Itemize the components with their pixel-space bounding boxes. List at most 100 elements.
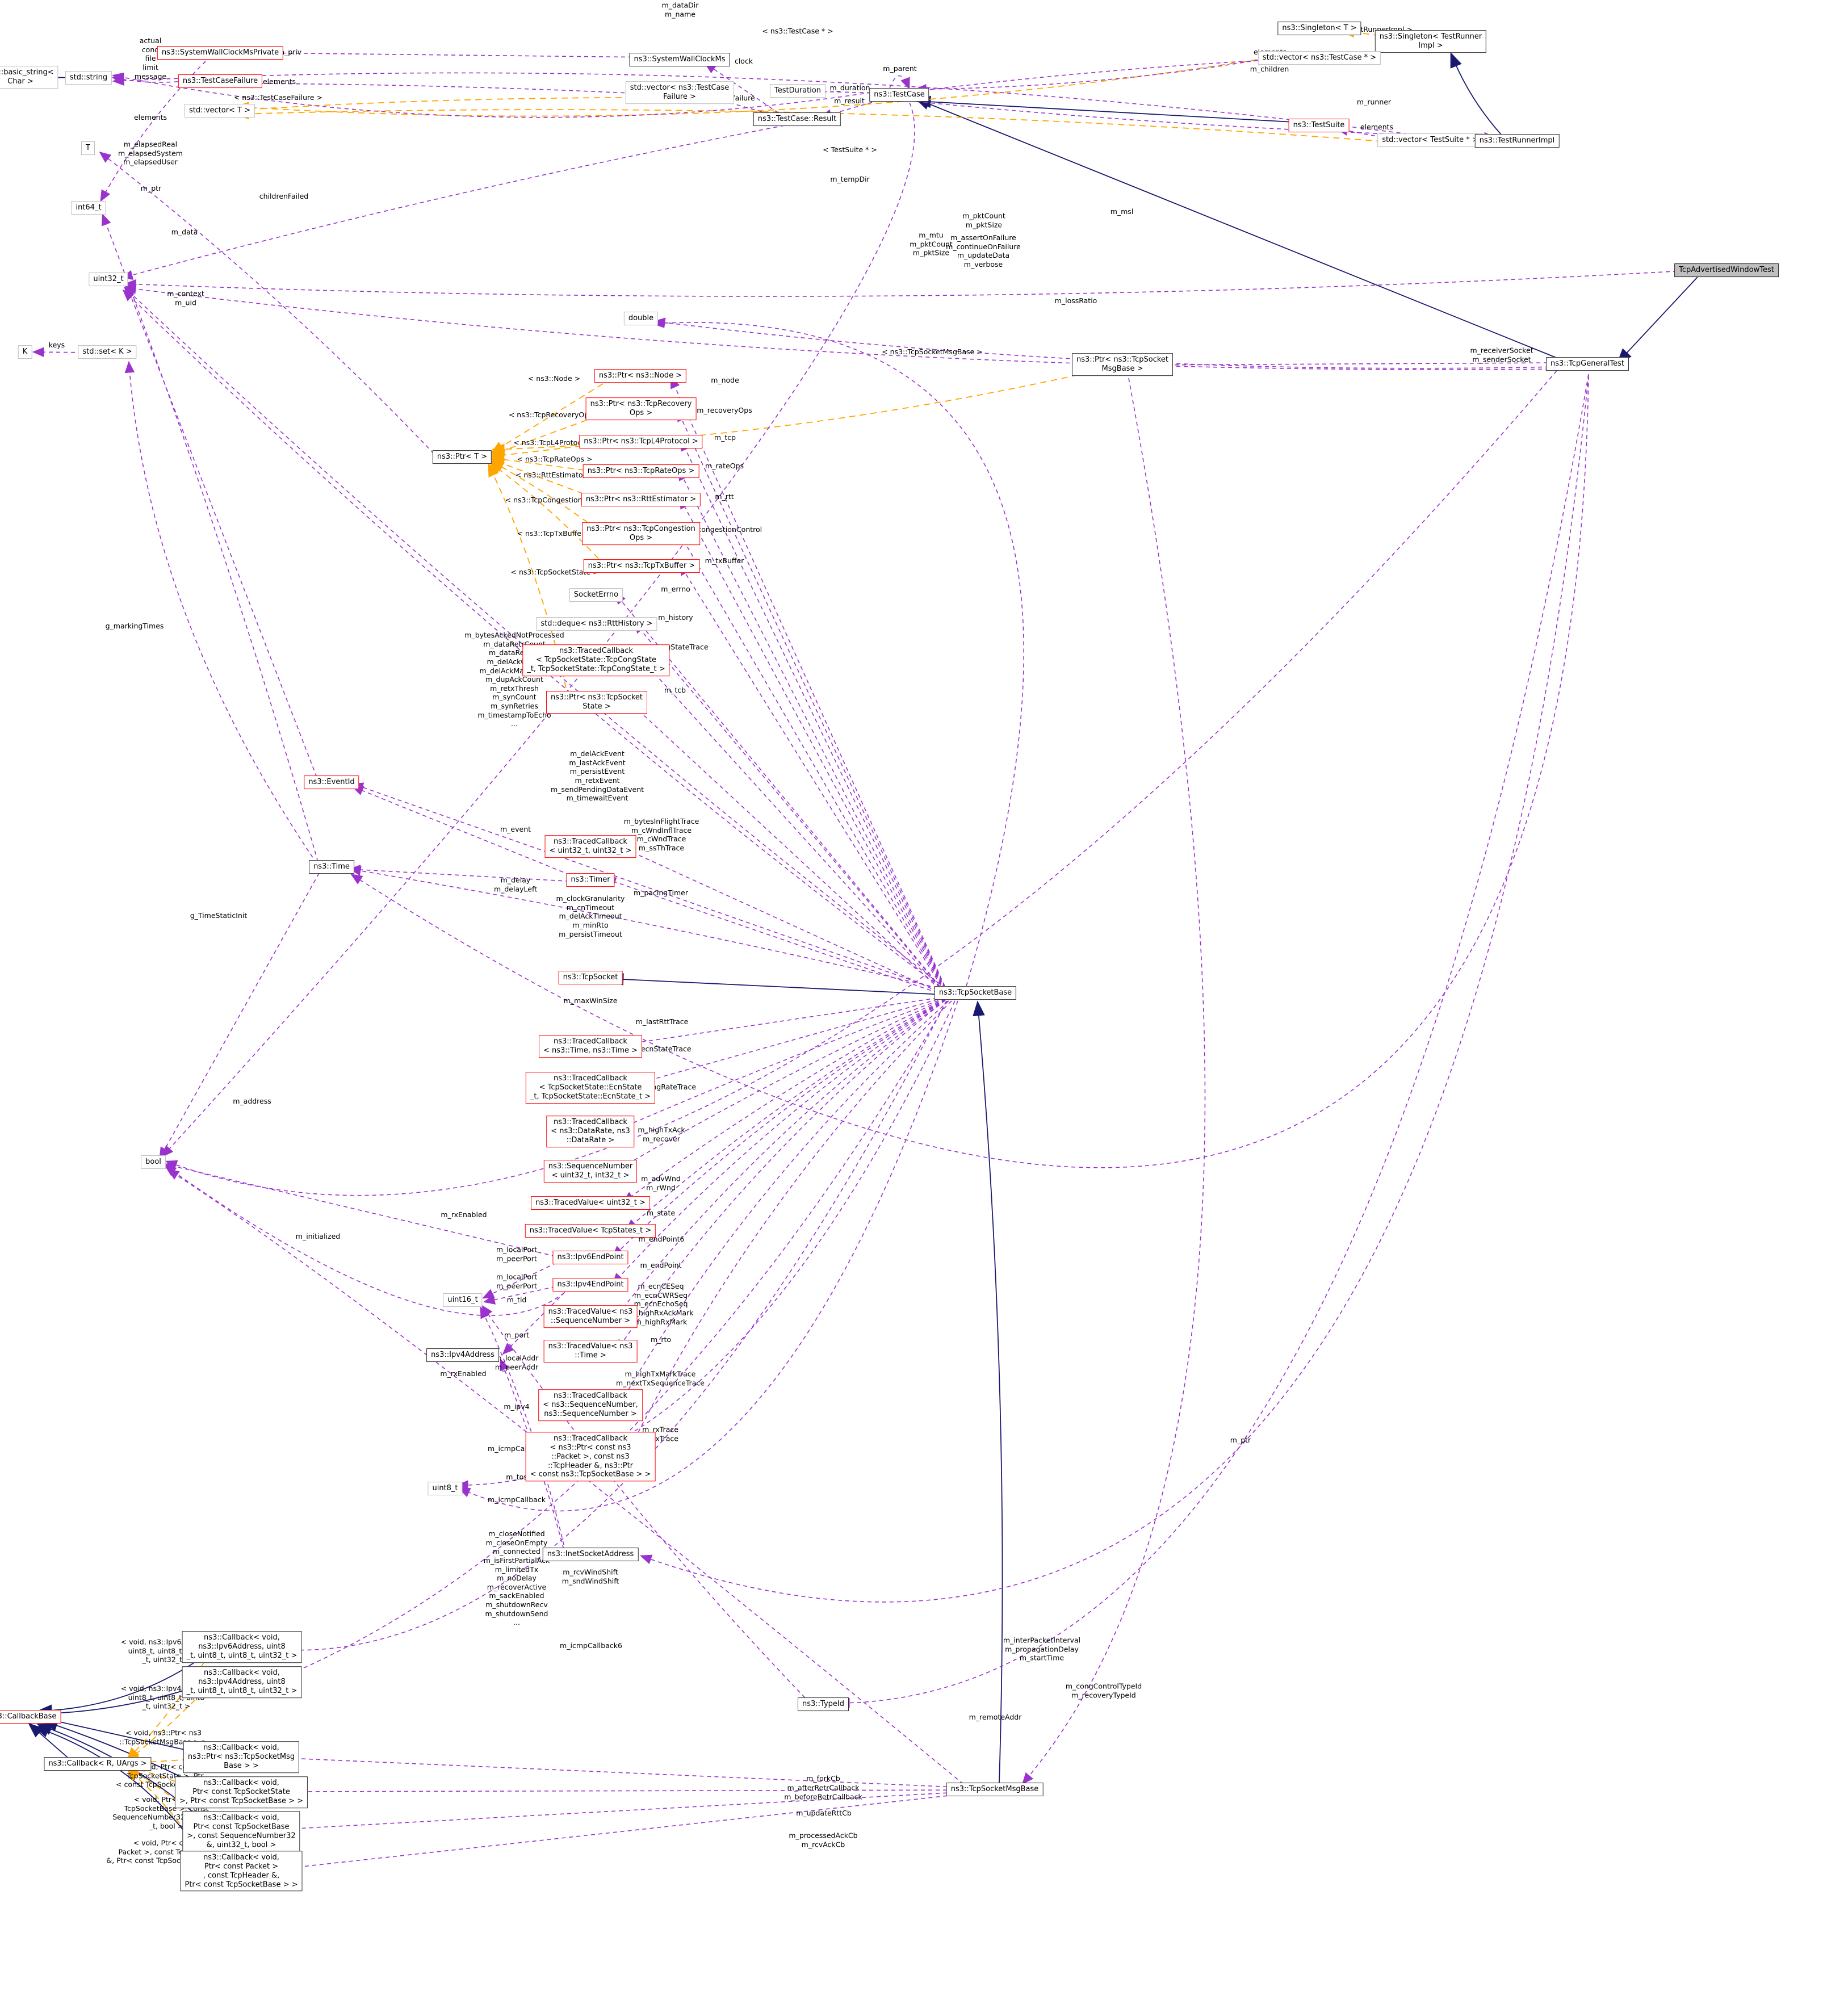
member-edge <box>1147 360 1556 370</box>
member-edge <box>670 376 945 987</box>
node-traced-cb-seqnum[interactable]: ns3::TracedCallback < ns3::SequenceNumbe… <box>538 1389 643 1421</box>
node-ptr-t[interactable]: ns3::Ptr< T > <box>432 450 492 464</box>
node-callback-ipv4[interactable]: ns3::Callback< void, ns3::Ipv4Address, u… <box>182 1666 302 1698</box>
node-sequence-number[interactable]: ns3::SequenceNumber < uint32_t, int32_t … <box>543 1160 638 1183</box>
node-ptr-tcp-socket-state[interactable]: ns3::Ptr< ns3::TcpSocket State > <box>546 691 648 714</box>
node-traced-value-seqnum[interactable]: ns3::TracedValue< ns3 ::SequenceNumber > <box>543 1305 638 1328</box>
node-traced-value-time[interactable]: ns3::TracedValue< ns3 ::Time > <box>543 1340 638 1362</box>
member-edge <box>678 531 945 991</box>
node-test-duration[interactable]: TestDuration <box>769 84 826 98</box>
node-test-case-failure[interactable]: ns3::TestCaseFailure <box>178 74 263 88</box>
node-test-suite[interactable]: ns3::TestSuite <box>1288 119 1350 132</box>
node-ptr-tcp-rate-ops[interactable]: ns3::Ptr< ns3::TcpRateOps > <box>583 464 699 478</box>
member-edge <box>122 289 946 992</box>
member-edge <box>274 1793 970 1873</box>
node-traced-cb-time[interactable]: ns3::TracedCallback < ns3::Time, ns3::Ti… <box>538 1035 643 1058</box>
node-singleton-t[interactable]: ns3::Singleton< T > <box>1277 22 1361 35</box>
node-vector-testsuite-ptr[interactable]: std::vector< TestSuite * > <box>1377 133 1483 147</box>
member-edge <box>640 657 945 994</box>
node-vector-testcase-failure[interactable]: std::vector< ns3::TestCase Failure > <box>625 81 734 104</box>
node-std-string[interactable]: std::string <box>65 71 112 85</box>
node-set-k[interactable]: std::set< K > <box>78 345 137 359</box>
node-callback-socketstate[interactable]: ns3::Callback< void, Ptr< const TcpSocke… <box>174 1776 308 1808</box>
member-edge <box>616 1000 946 1352</box>
node-t[interactable]: T <box>81 141 95 155</box>
node-traced-cb-congstate[interactable]: ns3::TracedCallback < TcpSocketState::Tc… <box>522 644 670 676</box>
member-edge <box>125 282 317 778</box>
node-ptr-rtt-estimator[interactable]: ns3::Ptr< ns3::RttEstimator > <box>581 493 701 506</box>
member-edge <box>626 1000 952 1457</box>
member-edge <box>273 1753 970 1788</box>
member-edge <box>639 375 1589 1603</box>
member-edge <box>611 999 946 1285</box>
node-timer[interactable]: ns3::Timer <box>566 873 615 887</box>
node-test-case-result[interactable]: ns3::TestCase::Result <box>753 112 841 126</box>
member-edge <box>123 286 946 989</box>
node-tcp-socket-base[interactable]: ns3::TcpSocketBase <box>934 986 1017 1000</box>
node-type-id[interactable]: ns3::TypeId <box>798 1697 849 1711</box>
node-system-wall-clock-ms[interactable]: ns3::SystemWallClockMs <box>629 53 730 66</box>
node-k[interactable]: K <box>18 345 32 359</box>
node-traced-cb-datarate[interactable]: ns3::TracedCallback < ns3::DataRate, ns3… <box>546 1116 635 1147</box>
node-callback-base[interactable]: ns3::CallbackBase <box>0 1710 61 1724</box>
member-edge <box>99 152 434 454</box>
member-edge <box>914 54 1288 94</box>
node-event-id[interactable]: ns3::EventId <box>304 775 359 789</box>
node-uint8[interactable]: uint8_t <box>428 1482 463 1495</box>
node-ipv4-address[interactable]: ns3::Ipv4Address <box>426 1348 499 1362</box>
member-edge <box>615 998 946 1171</box>
member-edge <box>480 1306 566 1553</box>
member-edge <box>615 844 945 995</box>
node-traced-cb-uint32[interactable]: ns3::TracedCallback < uint32_t, uint32_t… <box>544 835 636 858</box>
member-edge <box>102 213 319 862</box>
node-inet-socket-address[interactable]: ns3::InetSocketAddress <box>542 1548 639 1561</box>
node-callback-seqnum32[interactable]: ns3::Callback< void, Ptr< const TcpSocke… <box>182 1811 300 1852</box>
node-ptr-node[interactable]: ns3::Ptr< ns3::Node > <box>594 369 687 383</box>
node-ptr-tcp-l4-protocol[interactable]: ns3::Ptr< ns3::TcpL4Protocol > <box>579 435 703 448</box>
node-traced-cb-packet[interactable]: ns3::TracedCallback < ns3::Ptr< const ns… <box>525 1432 656 1482</box>
member-edge <box>614 592 945 993</box>
node-basic-string[interactable]: std::basic_string< Char > <box>0 66 58 89</box>
node-traced-value-tcpstates[interactable]: ns3::TracedValue< TcpStates_t > <box>525 1224 656 1238</box>
node-ptr-tcp-socket-msg-base[interactable]: ns3::Ptr< ns3::TcpSocket MsgBase > <box>1071 353 1174 376</box>
member-edge <box>500 1359 566 1557</box>
node-deque-rtt-history[interactable]: std::deque< ns3::RttHistory > <box>536 617 657 631</box>
node-ipv6-endpoint[interactable]: ns3::Ipv6EndPoint <box>552 1251 628 1264</box>
node-system-wall-clock-ms-private[interactable]: ns3::SystemWallClockMsPrivate <box>157 46 284 60</box>
member-edge <box>625 997 945 1089</box>
member-edge <box>124 284 1557 370</box>
inheritance-edge <box>1616 276 1698 364</box>
node-callback-packet[interactable]: ns3::Callback< void, Ptr< const Packet >… <box>180 1851 303 1892</box>
node-test-case[interactable]: ns3::TestCase <box>869 88 929 102</box>
node-vector-testcase-ptr[interactable]: std::vector< ns3::TestCase * > <box>1258 51 1381 65</box>
node-ipv4-endpoint[interactable]: ns3::Ipv4EndPoint <box>552 1278 628 1292</box>
member-edge <box>273 1791 970 1834</box>
node-ptr-tcp-recovery-ops[interactable]: ns3::Ptr< ns3::TcpRecovery Ops > <box>585 397 697 420</box>
node-double[interactable]: double <box>623 312 659 325</box>
node-singleton-testrunnerimpl[interactable]: ns3::Singleton< TestRunner Impl > <box>1375 30 1487 53</box>
node-tcp-socket[interactable]: ns3::TcpSocket <box>558 971 623 984</box>
node-ptr-tcp-tx-buffer[interactable]: ns3::Ptr< ns3::TcpTxBuffer > <box>583 559 700 573</box>
node-socket-errno[interactable]: SocketErrno <box>569 588 623 602</box>
node-callback-ipv6[interactable]: ns3::Callback< void, ns3::Ipv6Address, u… <box>182 1631 302 1663</box>
node-tcp-socket-msg-base[interactable]: ns3::TcpSocketMsgBase <box>946 1783 1044 1796</box>
member-edge <box>349 866 945 990</box>
node-bool[interactable]: bool <box>141 1155 166 1169</box>
member-edge <box>837 374 1589 1708</box>
member-edge <box>273 1000 947 1655</box>
node-time[interactable]: ns3::Time <box>309 860 354 874</box>
node-ptr-tcp-congestion-ops[interactable]: ns3::Ptr< ns3::TcpCongestion Ops > <box>582 522 700 545</box>
node-tcp-advertised-window-test[interactable]: TcpAdvertisedWindowTest <box>1674 263 1779 277</box>
node-uint16[interactable]: uint16_t <box>443 1293 483 1307</box>
node-traced-cb-ecnstate[interactable]: ns3::TracedCallback < TcpSocketState::Ec… <box>525 1072 656 1104</box>
node-uint32[interactable]: uint32_t <box>89 272 128 286</box>
node-test-runner-impl[interactable]: ns3::TestRunnerImpl <box>1474 134 1560 148</box>
member-edge <box>622 999 946 1203</box>
node-vector-t[interactable]: std::vector< T > <box>184 104 255 118</box>
node-callback-r-uargs[interactable]: ns3::Callback< R, UArgs > <box>44 1757 152 1771</box>
node-traced-value-uint32[interactable]: ns3::TracedValue< uint32_t > <box>531 1196 650 1210</box>
member-edge <box>677 409 945 988</box>
node-int64[interactable]: int64_t <box>71 201 106 215</box>
node-callback-msgbase[interactable]: ns3::Callback< void, ns3::Ptr< ns3::TcpS… <box>183 1741 300 1773</box>
node-tcp-general-test[interactable]: ns3::TcpGeneralTest <box>1545 357 1629 371</box>
